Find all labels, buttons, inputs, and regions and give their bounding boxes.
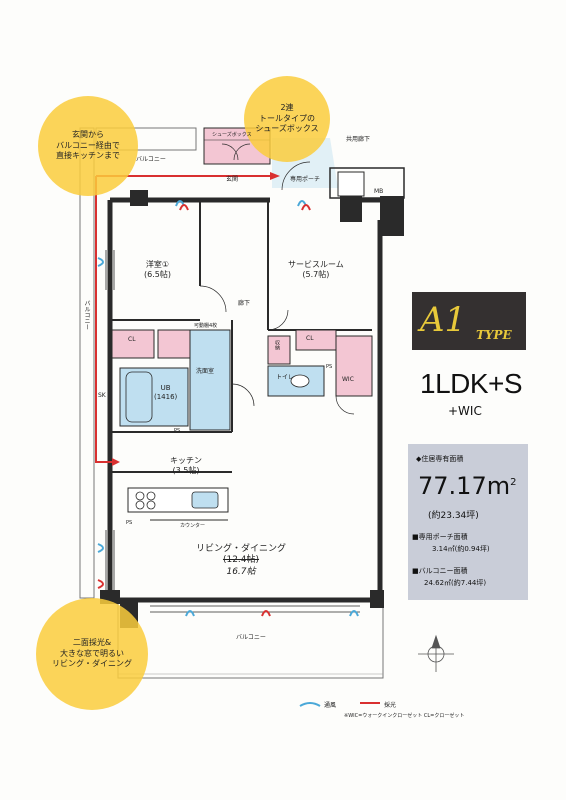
shoes-box-label: シューズボックス	[212, 132, 252, 138]
area-value: 77.17m2	[418, 472, 516, 500]
western-room-name: 洋室①	[145, 260, 170, 269]
porch-area-value: 3.14㎡(約0.94坪)	[432, 545, 490, 553]
movable-shelf-label: 可動棚4枚	[194, 323, 218, 329]
ps-lower-label: PS	[126, 520, 133, 526]
type-tag	[412, 292, 526, 350]
entrance-label: 玄関	[226, 176, 239, 183]
legend-lighting: 採光	[384, 702, 397, 709]
common-corridor-label: 共用廊下	[346, 136, 371, 143]
area-number: 77.17	[418, 472, 487, 500]
toilet-label: トイレ	[276, 374, 295, 381]
bathroom-label: UB (1416)	[154, 384, 177, 402]
living-size-old: (12.4帖)	[222, 555, 260, 566]
callout-living-light: 二面採光& 大きな窓で明るい リビング・ダイニング	[36, 598, 148, 710]
legend-note: ※WIC=ウォークインクローゼット CL=クローゼット	[344, 713, 465, 719]
legend-ventilation: 通風	[324, 702, 337, 709]
service-room-label: サービスルーム (5.7帖)	[288, 260, 344, 280]
area-unit-sup: 2	[510, 477, 517, 488]
counter-label: カウンター	[180, 523, 206, 529]
porch-area-heading: ■専用ポーチ面積	[412, 533, 468, 541]
sk-label: SK	[98, 392, 106, 399]
wic-label: WIC	[342, 376, 354, 383]
storage-shelf	[157, 329, 191, 359]
walk-in-closet	[335, 335, 373, 397]
kitchen-name: キッチン	[170, 456, 202, 465]
callout-shoes-box: 2連 トールタイプの シューズボックス	[244, 76, 330, 162]
balcony-side-label: バルコニー	[83, 300, 90, 330]
western-room-label: 洋室① (6.5帖)	[144, 260, 171, 280]
kitchen-size: (3.5帖)	[172, 466, 200, 475]
closet-right-label: CL	[306, 335, 314, 342]
balcony-area-heading: ■バルコニー面積	[412, 567, 468, 575]
ventilation-arrows	[97, 200, 359, 617]
bathroom-area	[119, 367, 189, 427]
area-tsubo: (約23.34坪)	[428, 511, 479, 521]
type-word: TYPE	[476, 328, 512, 342]
type-code: A1	[420, 300, 467, 340]
balcony-bottom-label: バルコニー	[236, 634, 266, 641]
left-balcony-outline	[79, 127, 95, 599]
callout-entrance-route: 玄関から バルコニー経由で 直接キッチンまで	[38, 96, 138, 196]
area-panel	[408, 444, 528, 600]
ps-kitchen-label: PS	[174, 428, 181, 434]
living-dining-name: リビング・ダイニング	[196, 544, 287, 554]
area-unit: m	[486, 472, 511, 500]
kitchen-label: キッチン (3.5帖)	[170, 456, 202, 476]
storage-small	[267, 335, 291, 365]
service-room-name: サービスルーム	[288, 260, 344, 269]
ub-name: UB	[160, 384, 171, 392]
storage-label: 収納	[274, 340, 280, 350]
ub-size: (1416)	[154, 392, 178, 401]
living-size-new: 16.7帖	[226, 566, 256, 577]
western-room-size: (6.5帖)	[144, 270, 171, 279]
washroom-area	[189, 329, 231, 431]
balcony-top-label: バルコニー	[136, 156, 166, 163]
ps-toilet-label: PS	[326, 364, 333, 370]
layout-subtitle: +WIC	[448, 404, 482, 418]
compass-icon	[418, 634, 454, 672]
closet-left-label: CL	[128, 336, 136, 343]
porch-label: 専用ポーチ	[290, 176, 321, 183]
hallway-label: 廊下	[238, 300, 251, 307]
area-heading: ◆住居専有面積	[416, 455, 464, 463]
layout-title: 1LDK+S	[420, 368, 523, 399]
service-room-size: (5.7帖)	[302, 270, 330, 279]
closet-left	[111, 329, 155, 359]
living-dining-label: リビング・ダイニング (12.4帖) 16.7帖	[196, 544, 286, 578]
legend-vent-icon	[299, 702, 321, 707]
closet-right	[295, 329, 337, 351]
balcony-area-value: 24.62㎡(約7.44坪)	[424, 579, 487, 587]
washroom-label: 洗面室	[196, 368, 215, 375]
mb-label: MB	[374, 188, 384, 195]
